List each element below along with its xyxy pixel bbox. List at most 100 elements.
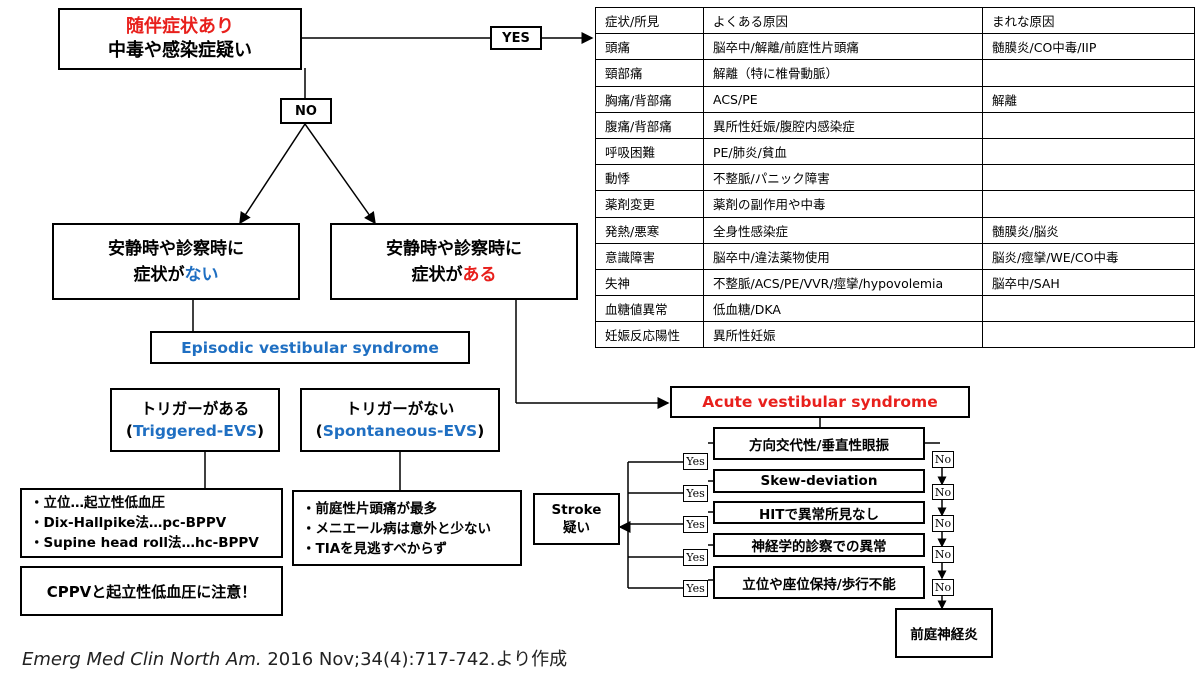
spontaneous-evs-term-line: (Spontaneous-EVS) — [316, 420, 485, 442]
step-no-label: No — [932, 579, 954, 596]
table-cell: 髄膜炎/CO中毒/IIP — [982, 33, 1195, 61]
table-cell — [982, 321, 1195, 349]
table-cell: 意識障害 — [595, 242, 704, 270]
triggered-evs-title: トリガーがある — [140, 400, 250, 418]
table-row: 頭痛脳卒中/解離/前庭性片頭痛髄膜炎/CO中毒/IIP — [595, 33, 1195, 61]
avs-step-hit: HITで異常所見なし — [713, 501, 925, 524]
step-yes-label: Yes — [683, 580, 708, 597]
avs-step-skew: Skew-deviation — [713, 469, 925, 493]
avs-step-neuro: 神経学的診察での異常 — [713, 533, 925, 557]
table-cell: 頸部痛 — [595, 59, 704, 87]
associated-symptoms-subtitle: 中毒や感染症疑い — [108, 40, 252, 61]
table-row: 動悸不整脈/パニック障害 — [595, 164, 1195, 192]
stroke-label: Stroke — [551, 502, 602, 518]
paren-close: ) — [256, 422, 265, 440]
citation-detail: 2016 Nov;34(4):717-742.より作成 — [261, 649, 568, 670]
table-cell: 薬剤変更 — [595, 190, 704, 218]
table-cell: 動悸 — [595, 164, 704, 192]
triggered-evs-box: トリガーがある (Triggered-EVS) — [110, 388, 280, 452]
table-cell — [982, 111, 1195, 139]
table-cell: 腹痛/背部痛 — [595, 111, 704, 139]
table-cell: 失神 — [595, 268, 704, 297]
table-cell: 髄膜炎/脳炎 — [982, 216, 1195, 244]
step-yes-label: Yes — [683, 453, 708, 470]
spontaneous-evs-term: Spontaneous-EVS — [322, 422, 478, 440]
table-cell: 発熱/悪寒 — [595, 216, 704, 244]
table-cell: 呼吸困難 — [595, 137, 704, 166]
table-cell — [982, 164, 1195, 192]
table-cell: 不整脈/ACS/PE/VVR/痙攣/hypovolemia — [703, 268, 983, 297]
table-row: 血糖値異常低血糖/DKA — [595, 295, 1195, 323]
episodic-vestibular-syndrome-box: Episodic vestibular syndrome — [150, 331, 470, 364]
no-symptom-emph: ない — [184, 264, 219, 285]
table-cell: PE/肺炎/貧血 — [703, 137, 983, 166]
triggered-evs-term: Triggered-EVS — [133, 422, 257, 440]
vestibular-neuritis-box: 前庭神経炎 — [895, 608, 993, 658]
associated-symptoms-box: 随伴症状あり 中毒や感染症疑い — [58, 8, 302, 70]
table-cell: 薬剤の副作用や中毒 — [703, 190, 983, 218]
acute-vestibular-syndrome-box: Acute vestibular syndrome — [670, 386, 970, 418]
table-cell — [982, 137, 1195, 166]
list-item: ・メニエール病は意外と少ない — [302, 521, 491, 537]
symptom-emph: ある — [462, 264, 497, 285]
list-item: ・Dix-Hallpike法…pc-BPPV — [30, 515, 227, 531]
list-item: ・TIAを見逃すべからず — [302, 541, 447, 557]
list-item: ・立位…起立性低血圧 — [30, 495, 165, 511]
table-cell: 低血糖/DKA — [703, 295, 983, 323]
table-row: 意識障害脳卒中/違法薬物使用脳炎/痙攣/WE/CO中毒 — [595, 242, 1195, 270]
avs-step-gait: 立位や座位保持/歩行不能 — [713, 566, 925, 599]
no-symptom-line2: 症状がない — [134, 262, 219, 288]
triggered-evs-term-line: (Triggered-EVS) — [126, 420, 264, 442]
table-cell: ACS/PE — [703, 85, 983, 113]
step-yes-label: Yes — [683, 516, 708, 533]
table-row: 腹痛/背部痛異所性妊娠/腹腔内感染症 — [595, 111, 1195, 139]
table-cell: 頭痛 — [595, 33, 704, 61]
spontaneous-evs-box: トリガーがない (Spontaneous-EVS) — [300, 388, 500, 452]
table-row: 頸部痛解離（特に椎骨動脈） — [595, 59, 1195, 87]
step-yes-label: Yes — [683, 549, 708, 566]
table-cell: 血糖値異常 — [595, 295, 704, 323]
symptom-box: 安静時や診察時に 症状がある — [330, 223, 578, 300]
table-header-cell: よくある原因 — [703, 6, 983, 35]
table-header-cell: 症状/所見 — [595, 6, 704, 35]
table-header-row: 症状/所見 よくある原因 まれな原因 — [595, 6, 1195, 35]
table-cell: 異所性妊娠 — [703, 321, 983, 349]
spontaneous-evs-title: トリガーがない — [345, 400, 455, 418]
table-row: 妊娠反応陽性異所性妊娠 — [595, 321, 1195, 349]
table-cell: 不整脈/パニック障害 — [703, 164, 983, 192]
table-cell: 解離（特に椎骨動脈） — [703, 59, 983, 87]
symptom-line2: 症状がある — [412, 262, 497, 288]
step-no-label: No — [932, 451, 954, 468]
triggered-causes-list: ・立位…起立性低血圧 ・Dix-Hallpike法…pc-BPPV ・Supin… — [20, 488, 283, 558]
avs-step-nystagmus: 方向交代性/垂直性眼振 — [713, 427, 925, 460]
paren-open: ( — [125, 422, 134, 440]
table-cell: 胸痛/背部痛 — [595, 85, 704, 113]
table-cell: 脳卒中/解離/前庭性片頭痛 — [703, 33, 983, 61]
no-symptom-text: 症状が — [133, 264, 185, 285]
yes-label: YES — [490, 26, 542, 50]
step-yes-label: Yes — [683, 485, 708, 502]
table-row: 発熱/悪寒全身性感染症髄膜炎/脳炎 — [595, 216, 1195, 244]
no-label: NO — [280, 98, 332, 124]
list-item: ・Supine head roll法…hc-BPPV — [30, 535, 259, 551]
table-cell: 妊娠反応陽性 — [595, 321, 704, 349]
table-cell — [982, 190, 1195, 218]
citation: Emerg Med Clin North Am. 2016 Nov;34(4):… — [22, 645, 567, 671]
stroke-suspected-box: Stroke 疑い — [533, 493, 620, 545]
no-symptom-box: 安静時や診察時に 症状がない — [52, 223, 300, 300]
table-cell — [982, 295, 1195, 323]
step-no-label: No — [932, 546, 954, 563]
table-row: 薬剤変更薬剤の副作用や中毒 — [595, 190, 1195, 218]
stroke-suspect-label: 疑い — [563, 520, 590, 536]
associated-symptoms-title: 随伴症状あり — [126, 16, 234, 37]
table-cell: 異所性妊娠/腹腔内感染症 — [703, 111, 983, 139]
paren-open: ( — [315, 422, 323, 440]
list-item: ・前庭性片頭痛が最多 — [302, 501, 437, 517]
table-header-cell: まれな原因 — [982, 6, 1195, 35]
table-cell: 脳卒中/SAH — [982, 268, 1195, 297]
table-cell: 解離 — [982, 85, 1195, 113]
